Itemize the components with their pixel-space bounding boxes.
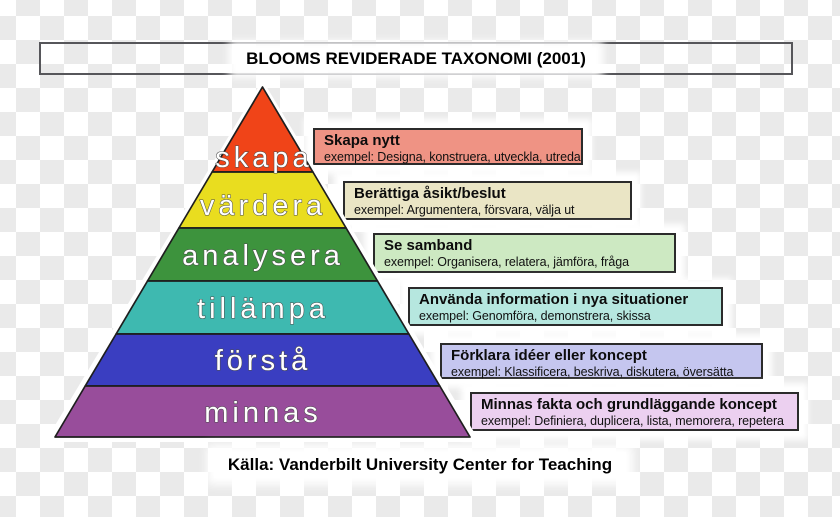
callout-heading: Minnas fakta och grundläggande koncept: [481, 396, 777, 413]
pyramid-label-tillampa: tillämpa: [197, 293, 329, 325]
callout-heading: Se samband: [384, 237, 473, 254]
pyramid-label-skapa: skapa: [215, 142, 312, 174]
pyramid-level-minnas: [54, 385, 471, 438]
callout-example: exempel: Organisera, relatera, jämföra, …: [384, 255, 629, 269]
callout-anvanda-information: Använda information i nya situationer ex…: [408, 287, 723, 326]
diagram-title: BLOOMS REVIDERADE TAXONOMI (2001): [236, 47, 596, 70]
callout-minnas-fakta: Minnas fakta och grundläggande koncept e…: [470, 392, 799, 431]
callout-skapa-nytt: Skapa nytt exempel: Designa, konstruera,…: [313, 128, 583, 165]
callout-heading: Berättiga åsikt/beslut: [354, 185, 506, 202]
callout-example: exempel: Genomföra, demonstrera, skissa: [419, 309, 651, 323]
pyramid-label-forsta: förstå: [215, 345, 312, 377]
pyramid-label-vardera: värdera: [200, 190, 326, 222]
callout-example: exempel: Argumentera, försvara, välja ut: [354, 203, 575, 217]
callout-heading: Förklara idéer eller koncept: [451, 347, 647, 364]
callout-forklara-ideer: Förklara idéer eller koncept exempel: Kl…: [440, 343, 763, 379]
callout-heading: Skapa nytt: [324, 132, 400, 149]
source-attribution: Källa: Vanderbilt University Center for …: [213, 452, 627, 478]
callout-example: exempel: Klassificera, beskriva, diskute…: [451, 365, 734, 379]
footer: Källa: Vanderbilt University Center for …: [0, 452, 840, 478]
callout-example: exempel: Definiera, duplicera, lista, me…: [481, 414, 784, 428]
callout-berattiga-asikt: Berättiga åsikt/beslut exempel: Argument…: [343, 181, 632, 220]
callout-se-samband: Se samband exempel: Organisera, relatera…: [373, 233, 676, 273]
pyramid-label-analysera: analysera: [182, 240, 344, 272]
pyramid-label-minnas: minnas: [204, 397, 322, 429]
callout-example: exempel: Designa, konstruera, utveckla, …: [324, 150, 581, 164]
callout-heading: Använda information i nya situationer: [419, 291, 689, 308]
title-box: BLOOMS REVIDERADE TAXONOMI (2001): [39, 42, 793, 75]
